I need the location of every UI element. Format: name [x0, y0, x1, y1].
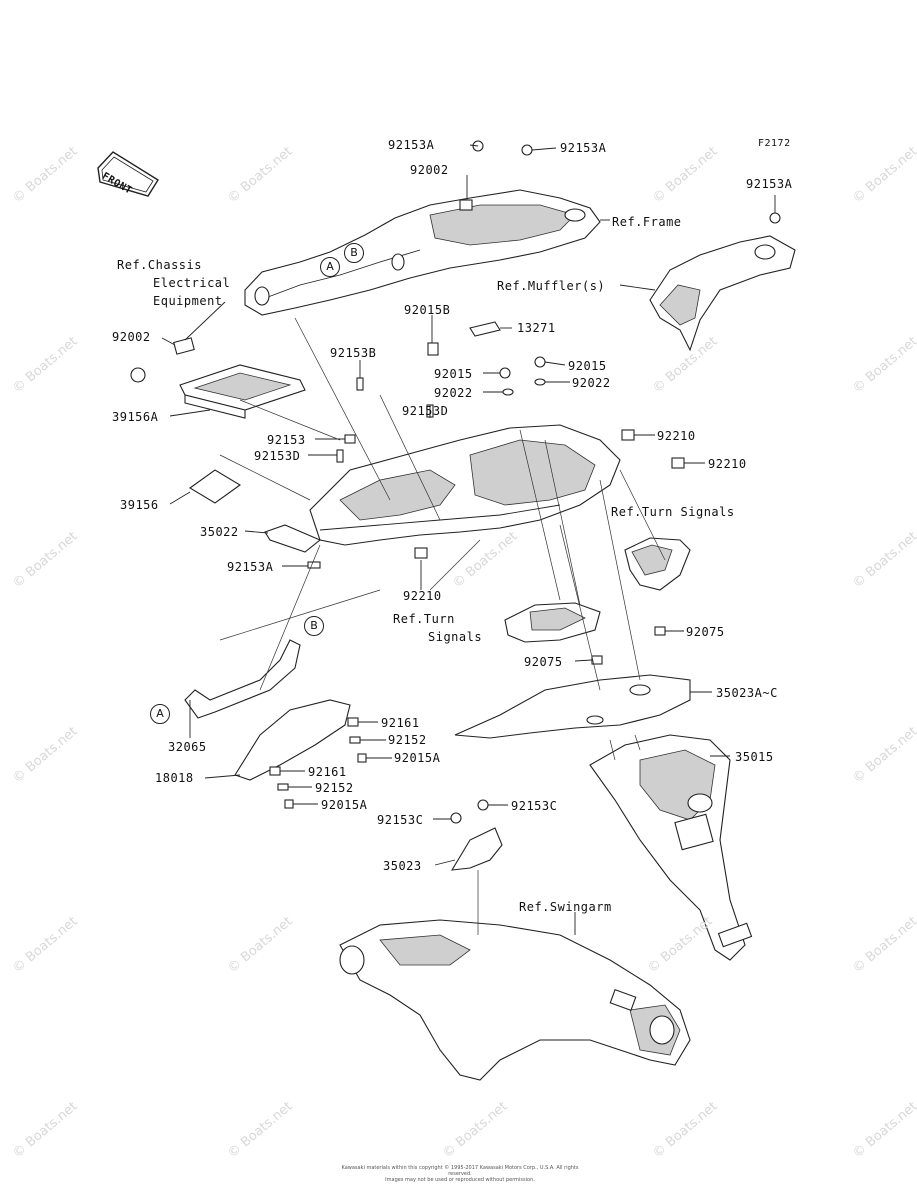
reference-tag-a: A — [320, 257, 340, 277]
part-label: 92153D — [254, 449, 301, 463]
reference-tag-b: B — [304, 616, 324, 636]
reference-lines — [219, 317, 666, 935]
turn-signal-center-shape — [504, 602, 601, 643]
part-label: 92153A — [388, 138, 435, 152]
part-label: 39156 — [120, 498, 159, 512]
part-label: 92161 — [381, 716, 420, 730]
ref-label: Ref.Turn — [393, 612, 455, 626]
swingarm-shape — [339, 919, 691, 1081]
part-label: 35023 — [383, 859, 422, 873]
part-label: 92153C — [377, 813, 424, 827]
part-label: 92161 — [308, 765, 347, 779]
part-label: 92153C — [511, 799, 558, 813]
part-label: 92002 — [410, 163, 449, 177]
small-hardware — [269, 140, 781, 824]
front-arrow-icon — [97, 151, 159, 197]
figure-code: F2172 — [758, 138, 791, 149]
part-label: 92075 — [686, 625, 725, 639]
part-label: 92015 — [434, 367, 473, 381]
clip-shape — [173, 337, 195, 355]
part-label: 35015 — [735, 750, 774, 764]
part-label: 92022 — [434, 386, 473, 400]
part-label: 92015 — [568, 359, 607, 373]
part-label: 35022 — [200, 525, 239, 539]
turn-signal-right-shape — [624, 537, 691, 591]
footer-line: Kawasaki materials within this copyright… — [341, 1165, 579, 1177]
part-label: 39156A — [112, 410, 159, 424]
part-label: 92152 — [388, 733, 427, 747]
ref-label: Equipment — [153, 294, 223, 308]
bolt-shape — [130, 367, 146, 383]
ref-label: Electrical — [153, 276, 231, 290]
guard-shape — [450, 827, 503, 871]
part-label: 92002 — [112, 330, 151, 344]
reference-tag-b: B — [344, 243, 364, 263]
reference-tag-a: A — [150, 704, 170, 724]
ref-label: Ref.Frame — [612, 215, 682, 229]
part-label: 92153A — [560, 141, 607, 155]
cover-shape — [234, 699, 351, 781]
part-label: 13271 — [517, 321, 556, 335]
ref-label: Signals — [428, 630, 483, 644]
part-label: 92210 — [708, 457, 747, 471]
part-label: 18018 — [155, 771, 194, 785]
part-label: 92075 — [524, 655, 563, 669]
ref-label: Ref.Swingarm — [519, 900, 612, 914]
part-label: 92153D — [402, 404, 449, 418]
part-label: 35023A~C — [716, 686, 778, 700]
part-label: 92015B — [404, 303, 451, 317]
rear-frame-shape — [244, 189, 601, 316]
leader-lines — [161, 144, 776, 935]
part-label: 92015A — [394, 751, 441, 765]
muffler-bracket-shape — [649, 235, 796, 352]
sheet-shape — [189, 469, 241, 504]
ref-label: Ref.Chassis — [117, 258, 202, 272]
part-label: 92210 — [403, 589, 442, 603]
part-label: 92015A — [321, 798, 368, 812]
part-label: 92153 — [267, 433, 306, 447]
rear-fender-shape — [309, 424, 621, 546]
plate-shape — [264, 524, 322, 553]
ref-label: Ref.Muffler(s) — [497, 279, 606, 293]
bracket-shape — [184, 639, 301, 719]
copyright-footer: Kawasaki materials within this copyright… — [330, 1165, 590, 1183]
part-label: 92153A — [746, 177, 793, 191]
flap-shape — [454, 674, 691, 739]
part-label: 92210 — [657, 429, 696, 443]
battery-case-shape — [179, 364, 306, 419]
hugger-shape — [589, 734, 753, 961]
part-label: 32065 — [168, 740, 207, 754]
part-label: 92022 — [572, 376, 611, 390]
footer-line: Images may not be used or reproduced wit… — [385, 1177, 535, 1183]
part-label: 92152 — [315, 781, 354, 795]
part-label: 92153A — [227, 560, 274, 574]
ref-label: Ref.Turn Signals — [611, 505, 735, 519]
part-label: 92153B — [330, 346, 377, 360]
